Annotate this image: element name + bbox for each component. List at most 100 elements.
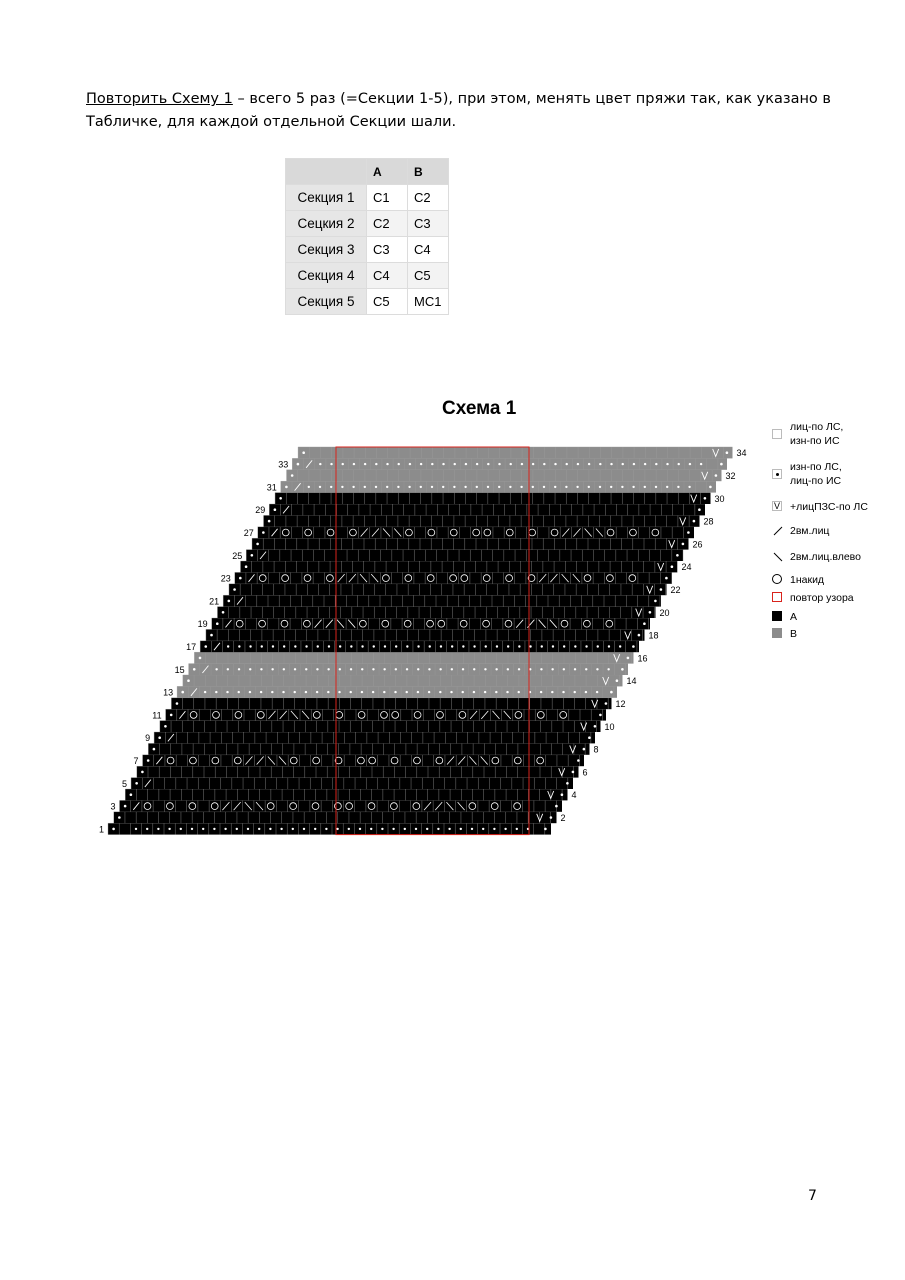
intro-paragraph: Повторить Схему 1 – всего 5 раз (=Секции… xyxy=(86,88,846,134)
purl-dot xyxy=(414,827,418,831)
ssk-backslash-icon xyxy=(336,619,345,628)
chart-row xyxy=(217,606,656,618)
edge-dot xyxy=(227,599,231,603)
chart-row xyxy=(263,515,700,527)
purl-dot xyxy=(363,462,367,466)
section-label: Секция 3 xyxy=(285,236,367,263)
chart-row xyxy=(136,766,579,778)
k2tog-slash-icon xyxy=(538,573,547,583)
increase-v-icon xyxy=(613,654,621,663)
purl-dot xyxy=(383,645,387,648)
purl-dot xyxy=(543,462,546,466)
k2tog-slash-icon xyxy=(202,665,209,674)
purl-dot xyxy=(428,645,431,648)
k2tog-slash-icon xyxy=(515,619,524,628)
chart-row xyxy=(234,572,672,584)
row-number-left: 29 xyxy=(255,505,265,515)
purl-dot xyxy=(302,827,306,831)
ssk-backslash-icon xyxy=(457,801,465,811)
yarnover-circle-icon xyxy=(334,756,343,765)
purl-dot xyxy=(584,690,588,694)
yarnover-circle-icon xyxy=(266,802,275,810)
purl-dot xyxy=(372,645,375,648)
purl-dot xyxy=(655,462,658,466)
row-number-right: 24 xyxy=(682,562,692,572)
purl-dot xyxy=(269,827,272,831)
edge-dot xyxy=(714,474,718,477)
increase-v-icon xyxy=(657,562,665,572)
k2tog-slash-icon xyxy=(325,619,334,628)
row-number-left: 11 xyxy=(152,710,161,720)
intro-text: – всего 5 раз (=Секции 1-5), при этом, м… xyxy=(86,91,831,130)
purl-dot xyxy=(551,668,554,671)
yarnover-circle-icon xyxy=(289,756,298,765)
edge-dot xyxy=(290,474,294,477)
yarnover-circle-icon xyxy=(651,528,660,537)
increase-v-icon xyxy=(646,585,654,595)
yarnover-circle-icon xyxy=(483,528,492,537)
purl-dot xyxy=(330,462,333,466)
chart-reference-link[interactable]: Повторить Схему 1 xyxy=(86,91,233,107)
legend-item: 2вм.лиц xyxy=(772,524,829,538)
row-number-right: 20 xyxy=(660,608,670,618)
purl-dot xyxy=(562,668,566,671)
edge-dot xyxy=(709,485,712,489)
color-table-row: Секция 4 C4 C5 xyxy=(285,262,449,289)
yarnover-circle-icon xyxy=(166,756,175,765)
legend-label: 2вм.лиц xyxy=(790,525,830,537)
chart-row xyxy=(240,561,678,573)
purl-dot xyxy=(453,462,456,466)
color-a-cell: C1 xyxy=(366,184,408,211)
purl-dot xyxy=(529,645,532,648)
purl-dot xyxy=(305,645,308,648)
row-number-right: 6 xyxy=(583,767,588,777)
purl-dot xyxy=(551,645,555,648)
purl-dot xyxy=(327,690,330,694)
row-number-left: 3 xyxy=(111,802,116,812)
yarnover-circle-icon xyxy=(234,711,243,719)
purl-dot xyxy=(509,462,512,466)
purl-dot xyxy=(517,668,521,671)
k2tog-slash-icon xyxy=(550,573,558,583)
purl-dot xyxy=(487,462,490,466)
chart-row xyxy=(171,697,612,710)
purl-dot xyxy=(595,690,599,694)
k2tog-slash-icon xyxy=(573,528,581,537)
purl-dot xyxy=(461,690,464,694)
increase-v-icon xyxy=(690,494,698,504)
color-b-cell: C5 xyxy=(407,262,449,289)
k2tog-slash-icon xyxy=(279,710,288,720)
k2tog-slash-icon xyxy=(282,505,290,514)
yarnover-circle-icon xyxy=(326,528,335,537)
purl-dot xyxy=(408,462,412,466)
edge-dot xyxy=(544,827,547,831)
k2tog-slash-icon xyxy=(190,688,198,697)
purl-dot xyxy=(271,645,275,648)
yarnover-circle-icon xyxy=(391,711,400,719)
section-label: Секция 1 xyxy=(285,184,367,211)
yarnover-circle-icon xyxy=(436,711,444,719)
color-b-cell: C2 xyxy=(407,184,449,211)
ssk-backslash-icon xyxy=(267,756,276,765)
chart-row xyxy=(131,777,574,789)
edge-dot xyxy=(681,542,685,546)
yarnover-circle-icon xyxy=(606,574,614,582)
yarnover-circle-icon xyxy=(605,619,614,628)
purl-dot xyxy=(405,690,408,694)
ssk-backslash-icon xyxy=(772,551,783,562)
yarnover-circle-icon xyxy=(311,802,320,810)
purl-dot xyxy=(688,462,692,466)
k2tog-slash-icon xyxy=(167,733,175,742)
purl-dot xyxy=(168,827,171,831)
yarnover-circle-icon xyxy=(349,528,357,537)
edge-dot xyxy=(659,588,663,591)
purl-dot xyxy=(282,645,286,648)
purl-dot xyxy=(246,827,250,831)
purl-dot xyxy=(374,485,378,489)
yarnover-circle-icon xyxy=(258,574,267,582)
purl-dot xyxy=(249,668,252,671)
purl-dot xyxy=(405,668,409,671)
purl-dot xyxy=(498,485,501,489)
purl-dot xyxy=(307,485,310,489)
purl-dot xyxy=(179,827,182,831)
